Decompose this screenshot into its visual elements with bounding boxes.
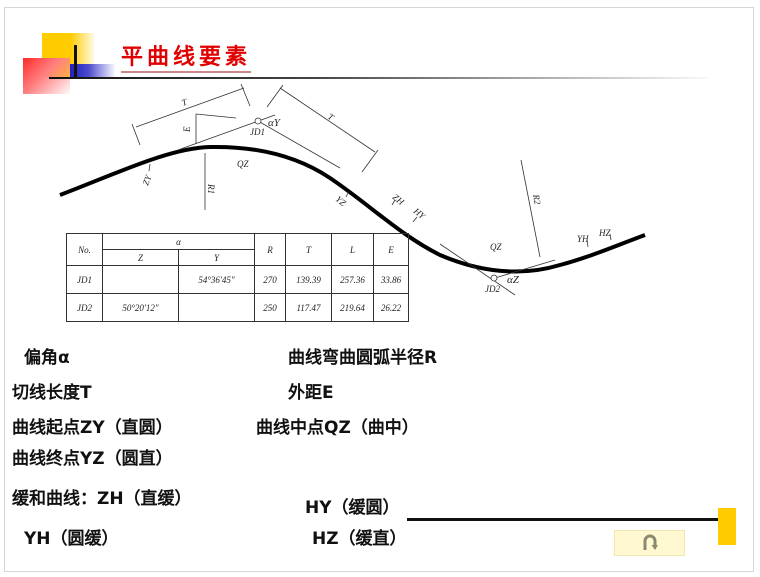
label-R2: R2 — [531, 193, 543, 206]
term-deflection-angle: 偏角α — [24, 348, 70, 368]
return-button[interactable] — [614, 530, 685, 556]
jd2-marker — [490, 274, 498, 282]
term-tangent-length: 切线长度T — [12, 383, 92, 403]
table-row: JD1 54°36′45″ 270 139.39 257.36 33.86 — [66, 265, 409, 294]
decor-red-square — [23, 58, 70, 94]
term-radius: 曲线弯曲圆弧半径R — [288, 348, 438, 368]
label-R1: R1 — [206, 183, 216, 194]
jd1-marker — [254, 117, 262, 125]
term-hy: HY（缓圆） — [305, 498, 400, 518]
label-ZY: ZY — [140, 173, 153, 187]
title-underline-rule — [49, 77, 709, 79]
label-T-right: T — [326, 111, 336, 123]
label-HY: HY — [411, 205, 428, 221]
decor-blue-bar — [70, 64, 115, 77]
label-T-left: T — [180, 96, 189, 107]
term-zy: 曲线起点ZY（直圆） — [12, 418, 173, 438]
label-YH: YH — [577, 234, 589, 244]
label-QZ-bottom: QZ — [490, 242, 502, 252]
label-E: E — [182, 126, 192, 133]
decor-vertical-line — [74, 45, 77, 78]
header-l: L — [331, 233, 374, 266]
header-no: No. — [66, 233, 103, 266]
curve-elements-table: No. α R T L E Z Y JD1 54°36′45″ 270 139.… — [66, 233, 409, 322]
header-y: Y — [178, 249, 255, 266]
header-r: R — [254, 233, 286, 266]
road-centerline — [59, 144, 646, 274]
label-JD2: JD2 — [485, 284, 500, 294]
header-z: Z — [102, 249, 179, 266]
label-alpha-z: αZ — [507, 274, 520, 286]
term-zh: 缓和曲线：ZH（直缓） — [12, 489, 192, 509]
slide-title: 平曲线要素 — [121, 44, 252, 73]
label-QZ-top: QZ — [237, 159, 249, 169]
term-yh: YH（圆缓） — [24, 529, 119, 549]
term-hz: HZ（缓直） — [312, 529, 407, 549]
label-JD1: JD1 — [250, 127, 265, 137]
term-external-distance: 外距E — [288, 383, 334, 403]
decor-yellow-tab — [718, 508, 736, 545]
return-arrow-icon — [643, 534, 658, 550]
term-yz: 曲线终点YZ（圆直） — [12, 449, 173, 469]
label-alpha-y: αY — [268, 117, 282, 129]
table-row: JD2 50°20′12″ 250 117.47 219.64 26.22 — [66, 293, 409, 322]
header-alpha: α — [102, 233, 255, 250]
label-ZH: ZH — [391, 192, 407, 207]
bottom-rule — [407, 518, 718, 521]
term-qz: 曲线中点QZ（曲中） — [256, 418, 419, 438]
header-e: E — [373, 233, 409, 266]
label-HZ: HZ — [598, 228, 611, 238]
header-t: T — [285, 233, 332, 266]
